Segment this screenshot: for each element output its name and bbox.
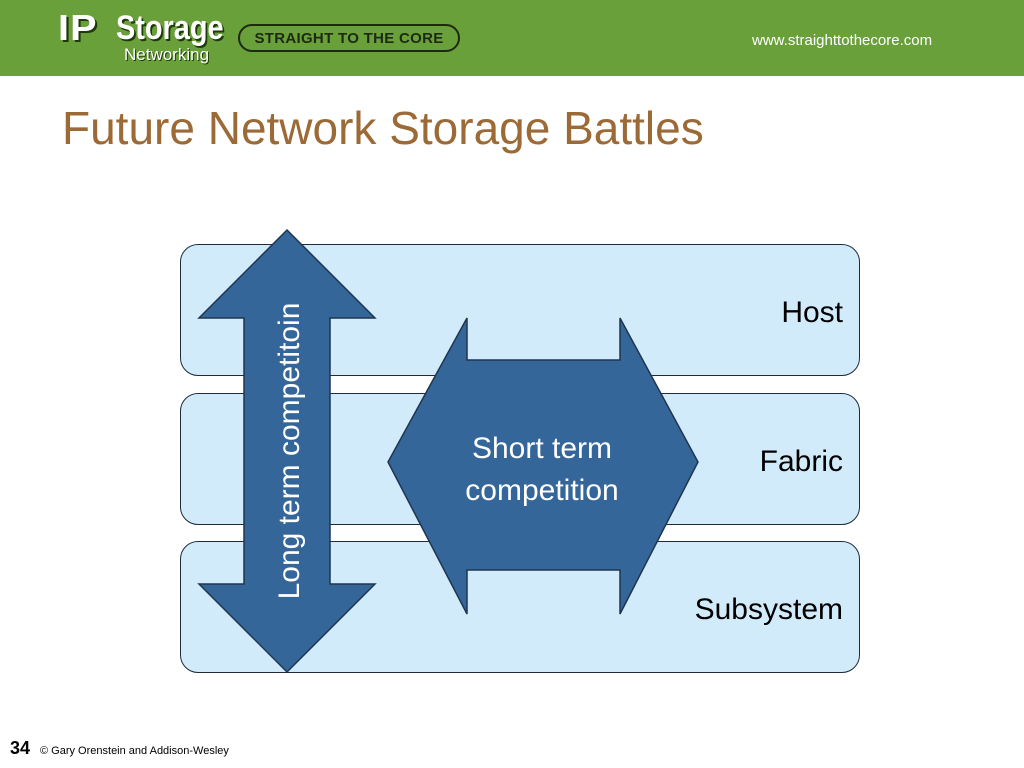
page-title: Future Network Storage Battles [62, 102, 704, 154]
layer-label-subsystem: Subsystem [694, 593, 843, 626]
short-term-label: Short term competition [465, 432, 619, 507]
tagline-badge: STRAIGHT TO THE CORE [238, 24, 460, 52]
logo-networking: Networking [124, 45, 210, 64]
copyright-text: © Gary Orenstein and Addison-Wesley [40, 745, 229, 757]
page-number: 34 [10, 738, 31, 758]
layer-label-fabric: Fabric [759, 445, 843, 478]
logo-ip: IP [58, 7, 98, 48]
logo-storage: Storage [116, 9, 224, 47]
site-url-link[interactable]: www.straighttothecore.com [752, 32, 933, 49]
long-term-double-arrow [197, 228, 377, 674]
layer-label-host: Host [781, 296, 843, 329]
short-term-double-arrow [387, 317, 699, 615]
long-term-label: Long term competitoin [273, 302, 306, 600]
header-bar: IP Storage Networking STRAIGHT TO THE CO… [0, 0, 1024, 76]
